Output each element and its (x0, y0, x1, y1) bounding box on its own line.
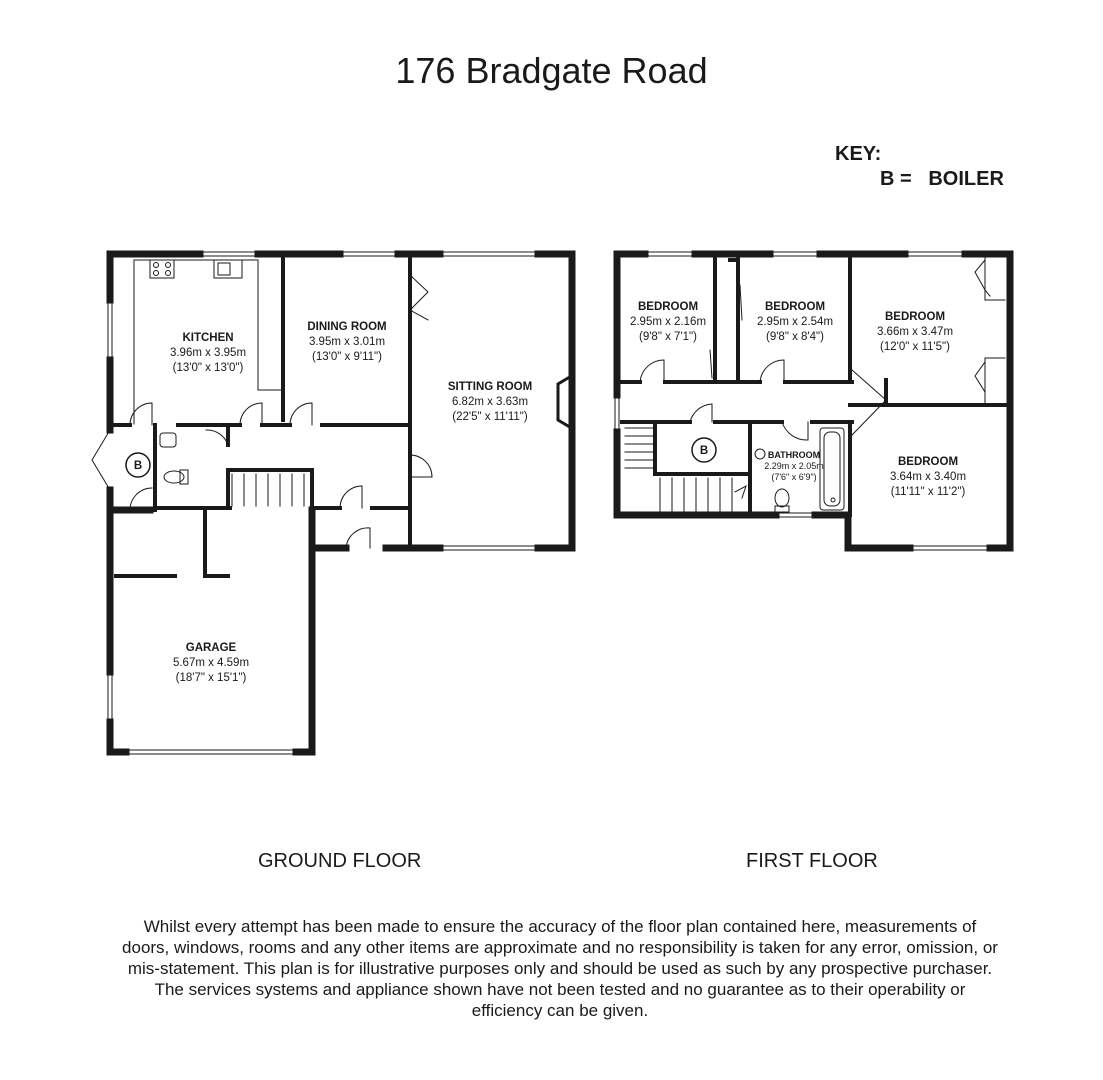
kitchen-imperial: (13'0" x 13'0") (173, 362, 244, 374)
bedroom4-imperial: (11'11" x 11'2") (891, 486, 966, 498)
first-floor-windows (614, 251, 991, 551)
garage-name: GARAGE (186, 642, 237, 654)
first-floor-label: FIRST FLOOR (746, 850, 878, 872)
ground-floor-doors (91, 274, 433, 549)
bathroom-metric: 2.29m x 2.05m (764, 461, 824, 471)
sitting-imperial: (22'5" x 11'11") (452, 411, 528, 423)
sitting-room-fireplace (556, 375, 571, 429)
ground-wc-fittings (159, 432, 189, 485)
ground-floor-windows (107, 251, 539, 755)
key-symbol: B = (880, 168, 912, 190)
kitchen-worktop (133, 259, 283, 425)
bedroom1-name: BEDROOM (638, 301, 698, 313)
first-floor-doors (639, 257, 1006, 441)
bathroom-fittings (754, 427, 845, 513)
bedroom3-metric: 3.66m x 3.47m (877, 326, 953, 338)
sitting-metric: 6.82m x 3.63m (452, 396, 528, 408)
bathroom-imperial: (7'6" x 6'9") (771, 472, 816, 482)
first-stairs (624, 427, 747, 513)
bedroom1-metric: 2.95m x 2.16m (630, 316, 706, 328)
sitting-name: SITTING ROOM (448, 381, 532, 393)
disclaimer-text: Whilst every attempt has been made to en… (122, 917, 998, 1020)
bathroom-name: BATHROOM (768, 450, 820, 460)
key-meaning: BOILER (928, 168, 1004, 190)
garage-imperial: (18'7" x 15'1") (176, 672, 247, 684)
first-boiler-marker-circle (691, 437, 717, 463)
key-heading: KEY: (835, 143, 882, 165)
dining-imperial: (13'0" x 9'11") (312, 351, 382, 363)
garage-metric: 5.67m x 4.59m (173, 657, 249, 669)
bedroom4-metric: 3.64m x 3.40m (890, 471, 966, 483)
key-entry-boiler: B = BOILER (880, 168, 1004, 191)
plan-title: 176 Bradgate Road (395, 50, 708, 91)
kitchen-name: KITCHEN (182, 332, 233, 344)
ground-boiler-marker-circle (125, 452, 151, 478)
bedroom3-imperial: (12'0" x 11'5") (880, 341, 950, 353)
first-floor-walls (613, 250, 1014, 552)
ground-floor-walls (106, 250, 576, 756)
bedroom1-imperial: (9'8" x 7'1") (639, 331, 697, 343)
bedroom2-imperial: (9'8" x 8'4") (766, 331, 824, 343)
ground-floor-internal-walls (108, 252, 412, 578)
ground-floor-label: GROUND FLOOR (258, 850, 422, 872)
bedroom3-name: BEDROOM (885, 311, 945, 323)
dining-name: DINING ROOM (307, 321, 386, 333)
dining-metric: 3.95m x 3.01m (309, 336, 385, 348)
bedroom2-name: BEDROOM (765, 301, 825, 313)
ground-stairs (231, 473, 305, 507)
ground-boiler-marker: B (134, 460, 142, 472)
kitchen-metric: 3.96m x 3.95m (170, 347, 246, 359)
first-floor-internal-walls (620, 252, 1012, 517)
bedroom2-metric: 2.95m x 2.54m (757, 316, 833, 328)
bedroom4-name: BEDROOM (898, 456, 958, 468)
first-boiler-marker: B (700, 445, 708, 457)
